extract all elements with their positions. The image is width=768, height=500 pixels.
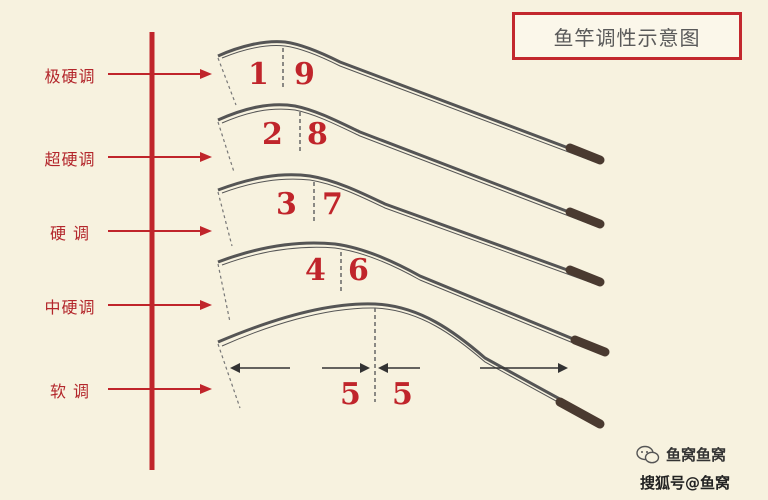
wechat-icon (636, 445, 660, 463)
diagram-title: 鱼竿调性示意图 (553, 25, 701, 50)
rod-5-label: 软 调 (49, 382, 91, 401)
rod-1 (217, 40, 605, 165)
rod-3 (217, 173, 605, 287)
footer-attribution: 搜狐号@鱼窝 (640, 474, 731, 492)
rod-5 (217, 302, 605, 429)
watermark: 鱼窝鱼窝 (636, 444, 726, 465)
rod-2-ratio-tip: 2 (262, 117, 283, 152)
rod-3-label: 硬 调 (49, 224, 91, 243)
rod-2 (217, 103, 605, 229)
rod-3-ratio-tip: 3 (276, 187, 297, 222)
rod-2-label: 超硬调 (44, 150, 96, 169)
label-arrows (108, 69, 212, 394)
rod-4-label: 中硬调 (44, 298, 96, 317)
arrow-1 (108, 69, 212, 79)
rod-4 (217, 241, 610, 357)
rod-1-ratio-butt: 9 (294, 57, 315, 92)
rod-4-ratio-tip: 4 (305, 253, 326, 288)
arrow-3 (108, 226, 212, 236)
arrow-5 (108, 384, 212, 394)
rod-1-label: 极硬调 (44, 67, 96, 86)
rod-4-ratio-butt: 6 (348, 253, 369, 288)
rod-1-ratio-tip: 1 (248, 57, 269, 92)
arrow-2 (108, 152, 212, 162)
ratio-labels: 1 9 2 8 3 7 4 6 5 5 (248, 57, 413, 412)
rod-5-ratio-butt: 5 (392, 377, 413, 412)
split-dimension-arrows (230, 363, 568, 373)
rod-5-ratio-tip: 5 (340, 377, 361, 412)
title-box: 鱼竿调性示意图 (512, 12, 742, 60)
arrow-4 (108, 300, 212, 310)
rod-3-ratio-butt: 7 (322, 187, 343, 222)
watermark-name: 鱼窝鱼窝 (666, 446, 727, 464)
rod-2-ratio-butt: 8 (307, 117, 328, 152)
